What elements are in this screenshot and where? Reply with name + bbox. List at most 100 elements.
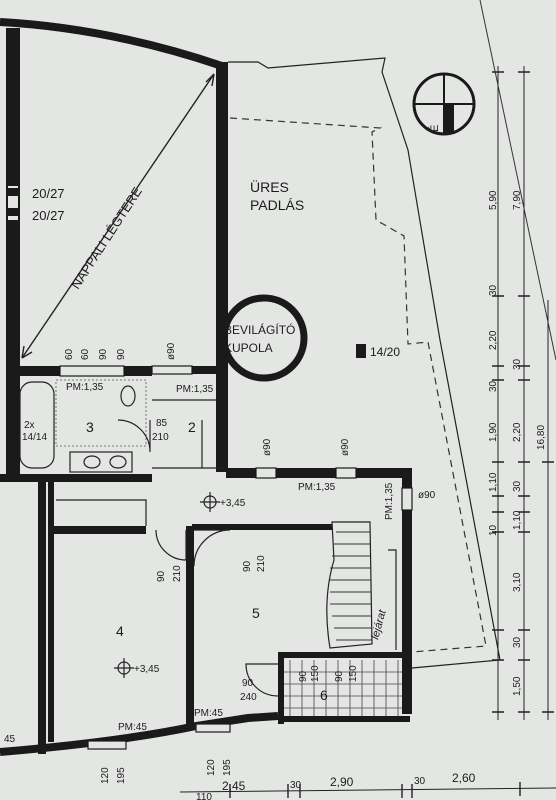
label-window-120-b: 120 [206,759,217,776]
label-bath-2x: 2x [24,420,35,431]
bath-bottom-wall [0,474,152,482]
attic-outline [228,57,501,669]
label-pm135-bath: PM:1,35 [66,382,104,393]
room4-top-wall [54,526,146,534]
label-room-5: 5 [252,605,260,621]
room5-top-wall [192,524,332,530]
label-stair-150-b: 150 [348,665,359,682]
label-right-30-e: 30 [512,636,523,648]
label-right-30-a: 30 [488,284,499,296]
stair-bottom-wall [278,652,410,658]
label-window-195-b: 195 [222,759,233,776]
label-door-210-room4: 210 [172,565,183,582]
arrow-head-bottom [21,345,33,359]
void-right-wall [216,62,228,472]
bottom-curved-wall [0,712,279,756]
label-right-220-b: 2,20 [512,422,523,442]
chimney-symbol [356,344,366,358]
label-phi90-stair: ø90 [418,490,436,501]
label-60-a: 60 [64,348,75,360]
label-right-790: 7,90 [512,190,523,210]
room6-bottom-wall [278,716,410,722]
label-window-120-a: 120 [100,767,111,784]
stair-right-wall [402,468,412,714]
label-room-6: 6 [320,687,328,703]
label-window-195-a: 195 [116,767,127,784]
lejarat-guide [388,549,397,650]
label-bottom-30-b: 30 [414,776,426,787]
label-pm45-room4: PM:45 [118,722,147,733]
label-90-a: 90 [98,348,109,360]
windows [59,365,413,750]
label-room-4: 4 [116,623,124,639]
label-elevation-a: +3,45 [220,498,246,509]
label-bath-1414: 14/14 [22,432,47,443]
label-right-220-a: 2,20 [488,330,499,350]
door-swing-6 [245,663,279,697]
label-window-left-a: 20/27 [32,186,65,201]
label-right-310: 3,10 [512,572,523,592]
bathtub [19,381,55,469]
label-padlas: PADLÁS [250,197,304,213]
void-dimension-arrow [21,73,215,359]
room2-partition [152,399,226,469]
label-door-90-room6: 90 [242,678,254,689]
door-swing-4 [155,529,187,561]
label-right-10: 10 [488,524,499,536]
window-bath-top [59,365,125,377]
door-swing-5 [193,529,231,567]
arrow-head-top [205,73,215,87]
right-ticks [492,71,554,713]
bottom-ticks [229,782,521,798]
skylight-dome [220,294,308,382]
label-bottom-245: 2,45 [222,779,246,793]
label-right-590: 5,90 [488,190,499,210]
room4-left-wall [48,480,54,742]
label-bottom-110: 110 [196,792,212,800]
window-bottom-a [87,740,127,750]
label-phi90-void: ø90 [166,342,177,360]
labels: NAPPALI LÉGTERE ÜRES PADLÁS BEVILÁGÍTÓ K… [4,125,547,800]
label-right-190: 1,90 [488,422,499,442]
toilet [120,385,136,407]
label-compass-e: É [428,125,441,132]
window-corridor-a [255,467,277,479]
room6-grid [284,660,402,716]
room4-partition [56,499,147,526]
label-90-b: 90 [116,348,127,360]
left-window-gap [8,186,18,220]
thin-lines [19,0,556,798]
label-bottom-260: 2,60 [452,771,476,785]
label-phi90-corridor-a: ø90 [262,438,273,456]
label-pm135-room2: PM:1,35 [176,384,214,395]
stair-left-wall [278,652,284,724]
label-phi90-corridor-b: ø90 [340,438,351,456]
label-room-2: 2 [188,419,196,435]
label-ures: ÜRES [250,178,289,195]
label-stair-150-a: 150 [310,665,321,682]
label-door-90-room4: 90 [156,570,167,582]
bottom-dim-line [179,787,556,793]
label-nappali-legtere: NAPPALI LÉGTERE [68,184,145,292]
label-door-210-room5: 210 [256,555,267,572]
label-door-90-room5: 90 [242,560,253,572]
label-pm135-vertical: PM:1,35 [384,482,395,520]
label-right-1680: 16,80 [536,425,547,450]
corridor-right-wall [226,468,412,478]
left-window-frame-b [8,208,18,216]
label-elevation-b: +3,45 [134,664,160,675]
attic-dashed-outline [229,117,487,653]
window-void-bottom [151,365,193,375]
door-swing-2 [117,419,151,453]
label-right-150: 1,50 [512,676,523,696]
window-bottom-b [195,723,231,733]
label-60-b: 60 [80,348,91,360]
label-door-85: 85 [156,418,168,429]
left-window-frame-a [8,188,18,196]
diagonal-guide [479,0,556,361]
label-bottom-290: 2,90 [330,775,354,789]
label-stair-90-a: 90 [298,670,309,682]
elevation-marker-a [200,492,220,512]
label-right-30-c: 30 [488,380,499,392]
stair-treads [330,531,372,641]
